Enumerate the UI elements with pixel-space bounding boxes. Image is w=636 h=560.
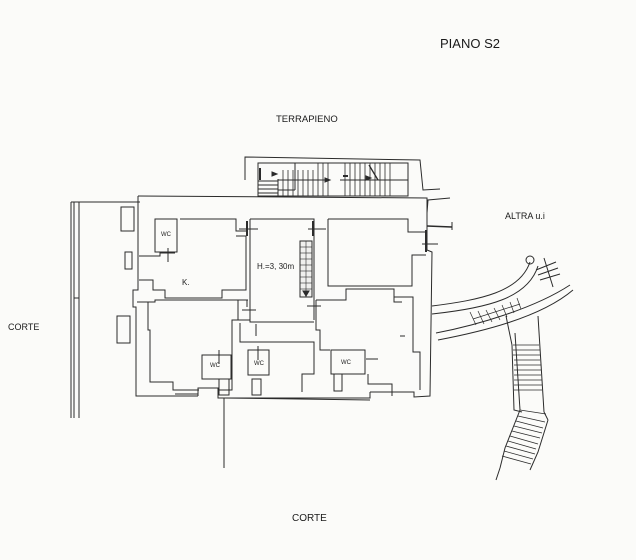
southeast-room bbox=[307, 288, 421, 396]
label-terrapieno: TERRAPIENO bbox=[276, 114, 338, 125]
east-descending-stair bbox=[495, 315, 549, 481]
west-boundary-wall bbox=[70, 201, 140, 418]
north-stair-block bbox=[244, 156, 451, 214]
room-label-wc-4: WC bbox=[341, 360, 351, 366]
label-altra-ui: ALTRA u.i bbox=[505, 211, 545, 221]
floor-title: PIANO S2 bbox=[440, 36, 500, 51]
center-south-rooms bbox=[218, 319, 315, 396]
room-label-wc-2: WC bbox=[210, 363, 220, 369]
room-label-kitchen: K. bbox=[182, 278, 190, 287]
kitchen-room bbox=[139, 218, 248, 299]
west-planters bbox=[116, 206, 135, 344]
room-label-wc-3: WC bbox=[254, 361, 264, 367]
room-label-wc-1: WC bbox=[161, 232, 171, 238]
label-corte-south: CORTE bbox=[292, 513, 327, 524]
northeast-room bbox=[327, 218, 453, 287]
label-corte-west: CORTE bbox=[8, 322, 40, 332]
building-outline bbox=[132, 195, 433, 468]
southwest-room bbox=[137, 299, 256, 391]
east-curved-stair bbox=[431, 255, 574, 346]
stair-hall bbox=[239, 218, 326, 320]
room-label-stair-hall: H.=3, 30m bbox=[257, 262, 295, 271]
